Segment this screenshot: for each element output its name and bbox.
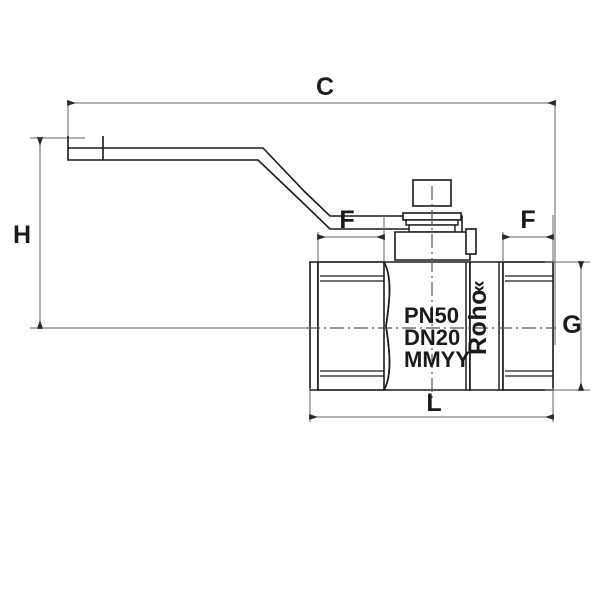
body-marking-dn: DN20 xyxy=(404,325,460,350)
body-marking-date: MMYY xyxy=(404,347,470,372)
dimension-F-right-label: F xyxy=(520,206,535,234)
left-end-connection xyxy=(317,261,385,391)
dimension-C-label: C xyxy=(316,73,334,101)
dimension-L: L xyxy=(309,388,554,422)
dimension-H: H xyxy=(13,137,310,329)
brand-logo: Roho « xyxy=(464,280,492,355)
valve-assembly: PN50 DN20 MMYY Roho « xyxy=(306,179,556,400)
dimension-F-left-label: F xyxy=(339,206,354,234)
dimension-F-left: F xyxy=(317,206,385,262)
dimension-F-right: F xyxy=(502,206,554,262)
body-marking-pn: PN50 xyxy=(404,303,459,328)
left-socket-rim xyxy=(309,261,319,391)
dimension-H-label: H xyxy=(13,221,31,249)
brand-logo-text: Roho xyxy=(464,289,492,355)
brand-logo-mark-icon: « xyxy=(467,280,490,292)
dimension-C: C xyxy=(67,73,556,345)
stop-lug xyxy=(465,228,477,255)
dimension-L-label: L xyxy=(426,389,441,417)
right-end-connection xyxy=(502,261,554,391)
dimension-G-label: G xyxy=(562,311,581,339)
body-flute-profile xyxy=(383,261,391,391)
lever-handle xyxy=(67,136,463,244)
